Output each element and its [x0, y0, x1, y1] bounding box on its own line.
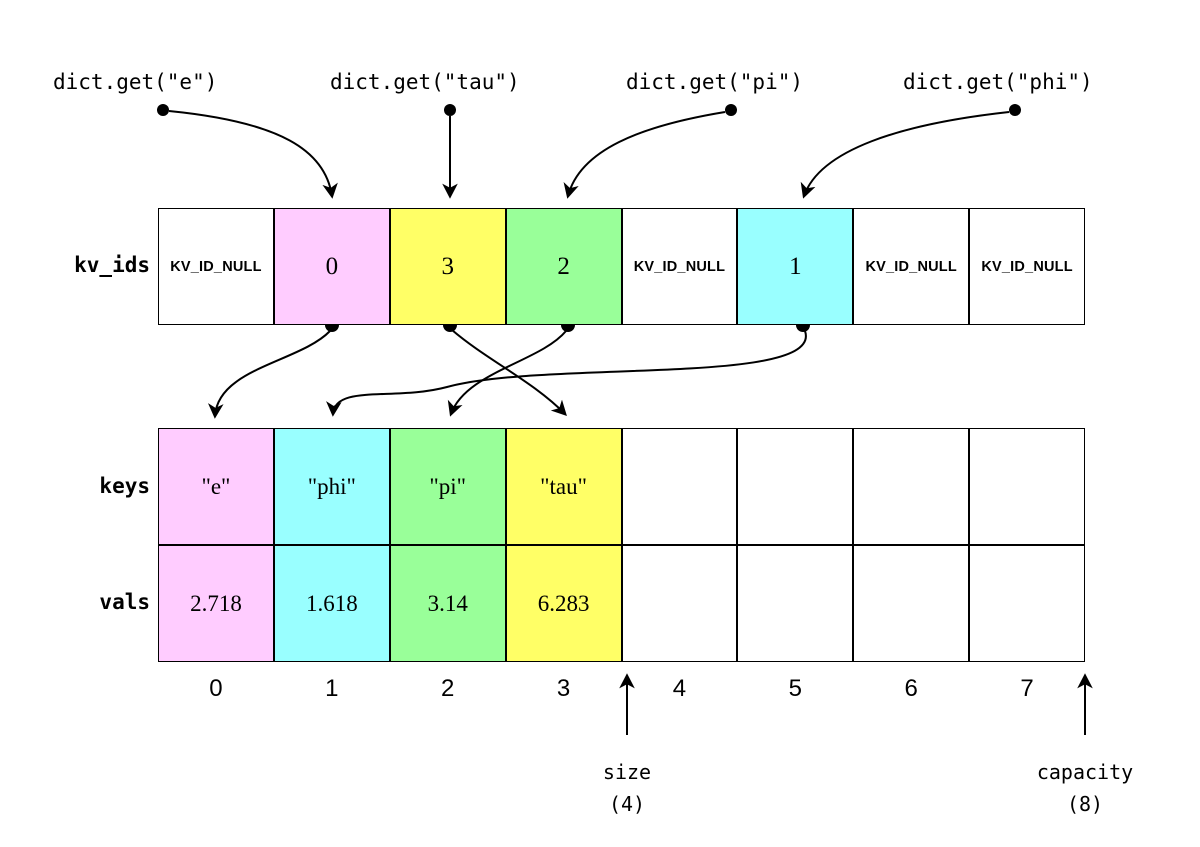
row-vals-cell-0-text: 2.718: [190, 590, 242, 616]
row-keys-cell-6: [853, 428, 970, 545]
row-kv-ids-cell-7-text: KV_ID_NULL: [981, 258, 1073, 275]
row-keys-cell-0-text: "e": [201, 473, 231, 499]
row-label-kv-ids: kv_ids: [74, 253, 150, 277]
arrow-get-e-to-slot1: [168, 110, 338, 199]
row-keys-cell-0: "e": [158, 428, 274, 545]
row-vals-cell-1-text: 1.618: [305, 590, 358, 616]
index-label-7: 7: [1020, 675, 1034, 702]
row-vals: 2.718 1.618 3.14 6.283: [158, 545, 1085, 662]
row-keys-cell-4: [621, 428, 738, 545]
row-label-vals: vals: [99, 590, 150, 614]
row-keys-cell-1: "phi": [273, 428, 390, 545]
callout-dot-pi: [725, 104, 737, 116]
size-value: (4): [608, 792, 646, 816]
row-kv-ids: KV_ID_NULL 0 3 2 KV_ID_NULL 1 KV_ID_NULL KV_ID_…: [158, 208, 1085, 325]
row-label-keys: keys: [99, 474, 150, 498]
arrow-get-pi-to-slot3: [563, 111, 726, 199]
row-kv-ids-cell-2-text: 3: [441, 252, 454, 280]
row-keys-cell-3: "tau": [505, 428, 622, 545]
callout-dot-phi: [1009, 104, 1021, 116]
row-keys-cell-5: [737, 428, 854, 545]
arrow-get-phi-to-slot5: [800, 111, 1010, 199]
index-label-5: 5: [788, 675, 802, 702]
row-vals-cell-2-text: 3.14: [427, 590, 468, 616]
index-label-4: 4: [672, 675, 687, 702]
index-label-6: 6: [904, 675, 918, 702]
callout-get-phi: dict.get("phi"): [903, 70, 1093, 94]
row-kv-ids-cell-0-text: KV_ID_NULL: [170, 258, 262, 275]
row-keys-cell-3-text: "tau": [540, 473, 587, 499]
row-kv-ids-cell-1: 0: [273, 208, 390, 325]
callout-get-e: dict.get("e"): [53, 70, 218, 94]
arrow-slot3-to-kv2: [447, 330, 567, 417]
row-kv-ids-cell-6-text: KV_ID_NULL: [865, 258, 957, 275]
arrow-slot2-to-kv3: [451, 329, 567, 417]
row-kv-ids-cell-0: KV_ID_NULL: [158, 208, 274, 325]
row-vals-cell-6: [853, 545, 970, 662]
row-kv-ids-cell-7: KV_ID_NULL: [969, 208, 1085, 325]
callout-get-tau: dict.get("tau"): [330, 70, 520, 94]
row-vals-cell-3: 6.283: [505, 545, 622, 662]
row-kv-ids-cell-4: KV_ID_NULL: [621, 208, 738, 325]
row-vals-cell-4: [621, 545, 738, 662]
row-vals-cell-0: 2.718: [158, 545, 274, 662]
index-label-1: 1: [325, 675, 339, 702]
index-label-2: 2: [441, 675, 455, 702]
row-vals-cell-1: 1.618: [273, 545, 390, 662]
row-keys-cell-1-text: "phi": [307, 473, 356, 499]
row-kv-ids-cell-6: KV_ID_NULL: [853, 208, 970, 325]
index-label-3: 3: [556, 675, 571, 702]
row-keys-cell-2: "pi": [389, 428, 506, 545]
callout-get-pi: dict.get("pi"): [626, 70, 804, 94]
callout-dot-tau: [444, 104, 456, 116]
row-vals-cell-3-text: 6.283: [537, 590, 590, 616]
row-keys-cell-2-text: "pi": [429, 473, 467, 499]
row-kv-ids-cell-2: 3: [389, 208, 506, 325]
size-label: size: [602, 760, 652, 784]
row-kv-ids-cell-5: 1: [737, 208, 854, 325]
row-kv-ids-cell-3: 2: [505, 208, 622, 325]
row-keys-cell-7: [969, 428, 1085, 545]
arrow-slot1-to-kv0: [208, 330, 331, 419]
row-kv-ids-cell-3-text: 2: [557, 252, 570, 280]
row-kv-ids-cell-5-text: 1: [789, 252, 802, 280]
capacity-value: (8): [1066, 792, 1104, 816]
row-vals-cell-5: [737, 545, 854, 662]
callout-dot-e: [157, 104, 169, 116]
index-label-0: 0: [209, 675, 223, 702]
row-vals-cell-2: 3.14: [389, 545, 506, 662]
row-kv-ids-cell-4-text: KV_ID_NULL: [633, 258, 726, 275]
capacity-label: capacity: [1036, 760, 1134, 784]
row-keys: "e" "phi" "pi" "tau": [158, 428, 1085, 545]
row-kv-ids-cell-1-text: 0: [325, 252, 339, 280]
arrow-slot5-to-kv1: [326, 330, 807, 417]
row-vals-cell-7: [969, 545, 1085, 662]
